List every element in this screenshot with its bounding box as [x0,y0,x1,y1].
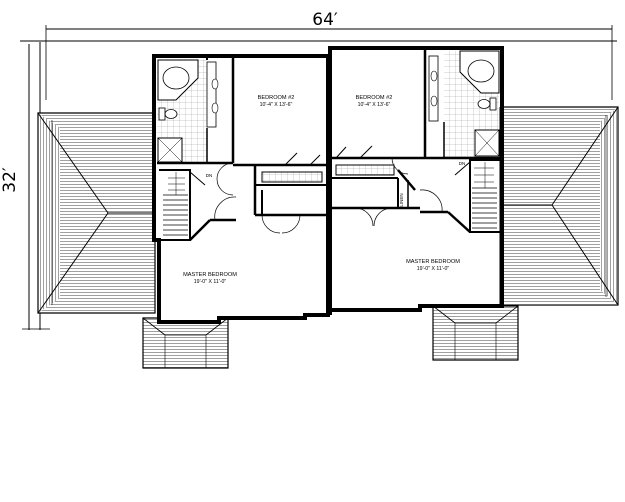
width-dimension-label: 64′ [312,10,338,30]
right-roof [499,106,619,306]
right-toilet [477,97,497,111]
depth-dimension-label: 32′ [0,167,20,193]
left-tub [157,59,199,101]
right-bedroom2-size: 10'-4" X 13'-6" [358,102,391,108]
left-stair-dn-label: DN [206,173,213,178]
left-unit: BEDROOM #2 10'-4" X 13'-6" [152,54,330,324]
right-shower [474,129,500,157]
left-vanity [206,61,219,128]
left-porch-roof [142,317,229,369]
width-dimension: 64′ [20,10,617,100]
right-master-label: MASTER BEDROOM [406,259,460,265]
left-shower [157,137,183,163]
right-vanity [428,55,439,122]
right-master-size: 19'-0" X 11'-0" [417,266,450,272]
left-bedroom2-label: BEDROOM #2 [258,95,295,101]
right-linen-label: LINEN [399,193,404,206]
depth-dimension: 32′ [0,42,50,330]
left-toilet [158,107,178,121]
left-bedroom2-size: 10'-4" X 13'-6" [260,102,293,108]
left-master-label: MASTER BEDROOM [183,272,237,278]
right-porch-roof [432,305,519,361]
right-tub [459,50,500,94]
right-staircase: DN [454,159,500,233]
left-staircase: DN [159,169,213,241]
right-unit: BEDROOM #2 10'-4" X 13'-6" LINEN [328,46,504,312]
left-master-size: 19'-0" X 11'-0" [194,279,227,285]
right-stair-dn-label: DN [459,161,466,166]
left-roof [37,112,156,314]
right-bedroom2-label: BEDROOM #2 [356,95,393,101]
